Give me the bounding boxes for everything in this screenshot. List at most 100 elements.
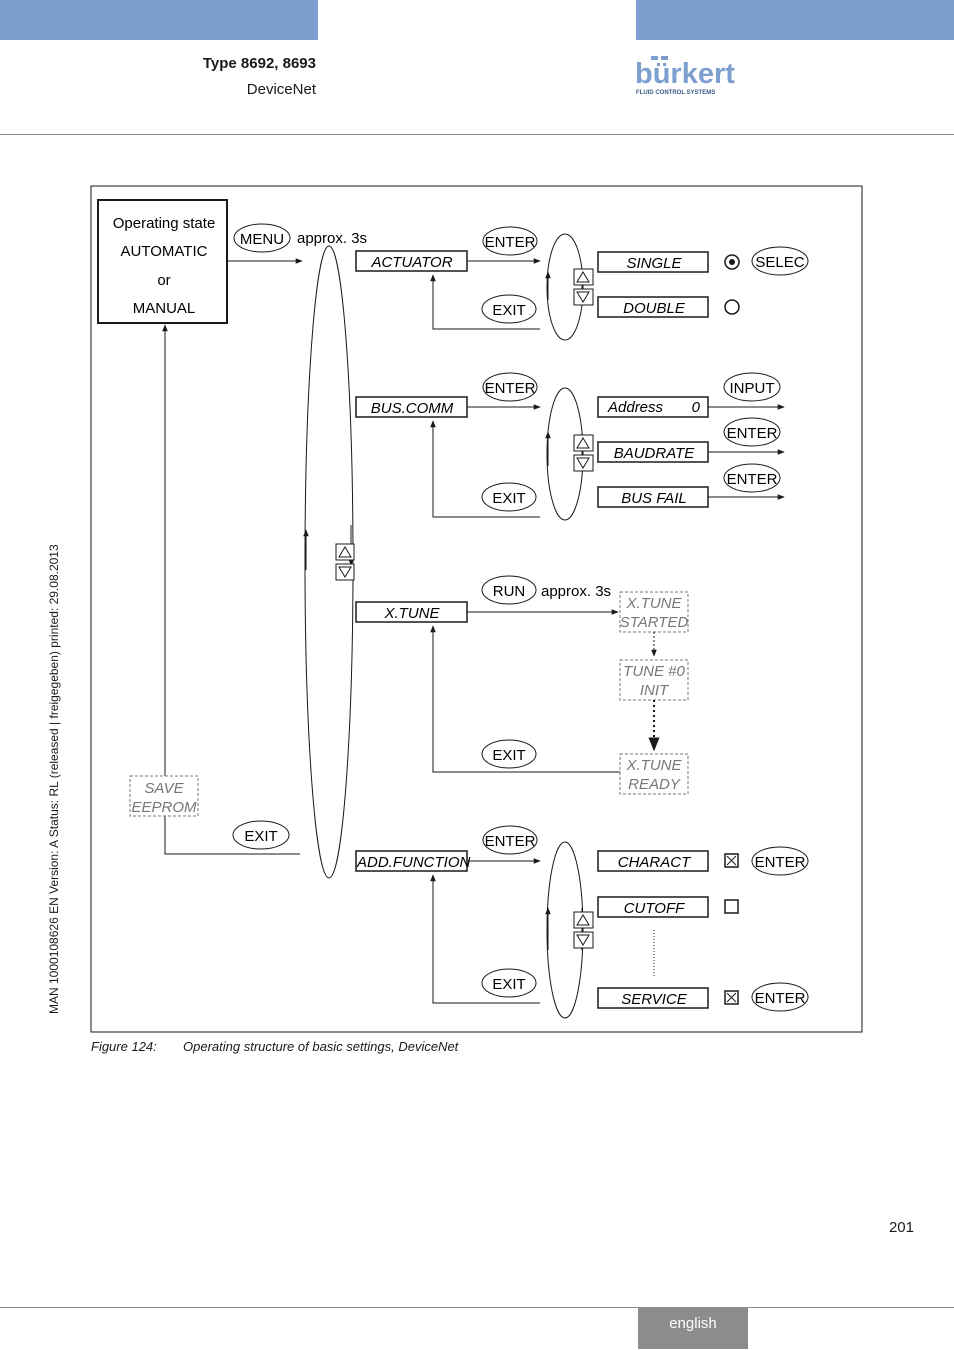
- header-divider: [0, 134, 954, 135]
- svg-text:ENTER: ENTER: [755, 854, 806, 871]
- menu-item-buscomm: BUS.COMM: [355, 396, 468, 418]
- svg-text:DOUBLE: DOUBLE: [623, 300, 686, 317]
- svg-text:ENTER: ENTER: [755, 990, 806, 1007]
- svg-text:BAUDRATE: BAUDRATE: [614, 445, 696, 462]
- addfunction-loop: [546, 841, 584, 1019]
- checkbox-checked-icon: [724, 990, 739, 1005]
- svg-text:INPUT: INPUT: [730, 380, 775, 397]
- footer-divider: [0, 1307, 954, 1308]
- state-line-2: AUTOMATIC: [121, 243, 208, 260]
- buscomm-loop: [546, 387, 584, 521]
- xtune-ready-box: X.TUNE READY: [619, 753, 689, 795]
- exit-key-actuator: EXIT: [481, 294, 537, 324]
- svg-text:INIT: INIT: [640, 682, 670, 699]
- svg-text:ENTER: ENTER: [727, 471, 778, 488]
- approx-menu-label: approx. 3s: [297, 230, 367, 247]
- approx-run-label: approx. 3s: [541, 583, 611, 600]
- exit-key-addfunction: EXIT: [481, 968, 537, 998]
- svg-text:BUS.COMM: BUS.COMM: [371, 400, 454, 417]
- exit-key-main: EXIT: [232, 820, 290, 850]
- checkbox-checked-icon: [724, 853, 739, 868]
- header-bar-left: [0, 0, 318, 40]
- radio-empty-icon: [724, 299, 740, 315]
- document-type: Type 8692, 8693: [202, 55, 316, 72]
- option-baudrate: BAUDRATE: [597, 441, 709, 463]
- svg-text:EXIT: EXIT: [492, 302, 525, 319]
- buscomm-down-arrow-key: [573, 454, 594, 472]
- select-key: SELEC: [751, 246, 809, 276]
- svg-text:EXIT: EXIT: [244, 828, 277, 845]
- svg-text:TUNE #0: TUNE #0: [623, 663, 685, 680]
- state-line-3: or: [157, 272, 170, 289]
- exit-key-xtune: EXIT: [481, 739, 537, 769]
- enter-key-addfunction: ENTER: [482, 825, 538, 855]
- figure-text: Operating structure of basic settings, D…: [183, 1039, 459, 1054]
- option-single: SINGLE: [597, 251, 709, 273]
- diagram-frame: [90, 185, 863, 1033]
- menu-item-xtune: X.TUNE: [355, 601, 468, 623]
- main-down-arrow-key: [335, 563, 355, 581]
- svg-text:SELEC: SELEC: [755, 254, 804, 271]
- svg-text:SAVE: SAVE: [144, 780, 184, 797]
- addfunction-up-arrow-key: [573, 911, 594, 929]
- radio-selected-icon: [724, 254, 740, 270]
- option-cutoff: CUTOFF: [597, 896, 709, 918]
- svg-text:ACTUATOR: ACTUATOR: [370, 254, 452, 271]
- svg-text:ADD.FUNCTION: ADD.FUNCTION: [356, 854, 470, 871]
- option-address: Address 0: [597, 396, 709, 418]
- option-service: SERVICE: [597, 987, 709, 1009]
- svg-text:bürkert: bürkert: [635, 58, 735, 90]
- input-key: INPUT: [723, 372, 781, 402]
- buscomm-up-arrow-key: [573, 434, 594, 452]
- svg-text:CUTOFF: CUTOFF: [624, 900, 685, 917]
- svg-text:FLUID CONTROL SYSTEMS: FLUID CONTROL SYSTEMS: [636, 90, 715, 96]
- svg-text:EXIT: EXIT: [492, 490, 525, 507]
- svg-text:BUS FAIL: BUS FAIL: [621, 490, 687, 507]
- addfunction-down-arrow-key: [573, 931, 594, 949]
- svg-text:X.TUNE: X.TUNE: [625, 595, 682, 612]
- tune-init-box: TUNE #0 INIT: [619, 659, 689, 701]
- save-eeprom-box: SAVE EEPROM: [129, 775, 199, 817]
- enter-key-service: ENTER: [751, 982, 809, 1012]
- figure-label: Figure 124:: [91, 1039, 157, 1054]
- svg-text:EXIT: EXIT: [492, 976, 525, 993]
- svg-text:X.TUNE: X.TUNE: [625, 757, 682, 774]
- enter-key-baudrate: ENTER: [723, 417, 781, 447]
- main-up-arrow-key: [335, 543, 355, 561]
- page-number: 201: [888, 1219, 914, 1236]
- svg-text:EEPROM: EEPROM: [131, 799, 197, 816]
- svg-text:STARTED: STARTED: [620, 614, 689, 631]
- menu-key: MENU: [233, 223, 291, 253]
- svg-text:EXIT: EXIT: [492, 747, 525, 764]
- svg-text:SERVICE: SERVICE: [621, 991, 688, 1008]
- header-bar-right: [636, 0, 954, 40]
- burkert-logo: bürkert FLUID CONTROL SYSTEMS: [635, 56, 735, 96]
- svg-text:CHARACT: CHARACT: [618, 854, 692, 871]
- svg-text:SINGLE: SINGLE: [626, 255, 682, 272]
- run-key: RUN: [481, 575, 537, 605]
- checkbox-empty-icon: [724, 899, 739, 914]
- svg-text:MENU: MENU: [240, 231, 284, 248]
- enter-key-busfail: ENTER: [723, 463, 781, 493]
- svg-text:READY: READY: [628, 776, 681, 793]
- enter-key-actuator: ENTER: [482, 226, 538, 256]
- svg-text:Address: Address: [607, 399, 664, 416]
- actuator-down-arrow-key: [573, 288, 594, 306]
- return-to-state-line: [162, 324, 300, 855]
- svg-text:RUN: RUN: [493, 583, 526, 600]
- document-subtitle: DeviceNet: [246, 81, 316, 98]
- enter-key-charact: ENTER: [751, 846, 809, 876]
- option-charact: CHARACT: [597, 850, 709, 872]
- exit-key-buscomm: EXIT: [481, 482, 537, 512]
- option-double: DOUBLE: [597, 296, 709, 318]
- menu-item-actuator: ACTUATOR: [355, 250, 468, 272]
- svg-text:ENTER: ENTER: [485, 380, 536, 397]
- svg-text:ENTER: ENTER: [727, 425, 778, 442]
- state-line-4: MANUAL: [133, 300, 196, 317]
- option-busfail: BUS FAIL: [597, 486, 709, 508]
- main-menu-loop: [304, 245, 354, 879]
- state-line-1: Operating state: [113, 215, 216, 232]
- figure-caption: Figure 124: Operating structure of basic…: [91, 1039, 458, 1054]
- svg-text:ENTER: ENTER: [485, 234, 536, 251]
